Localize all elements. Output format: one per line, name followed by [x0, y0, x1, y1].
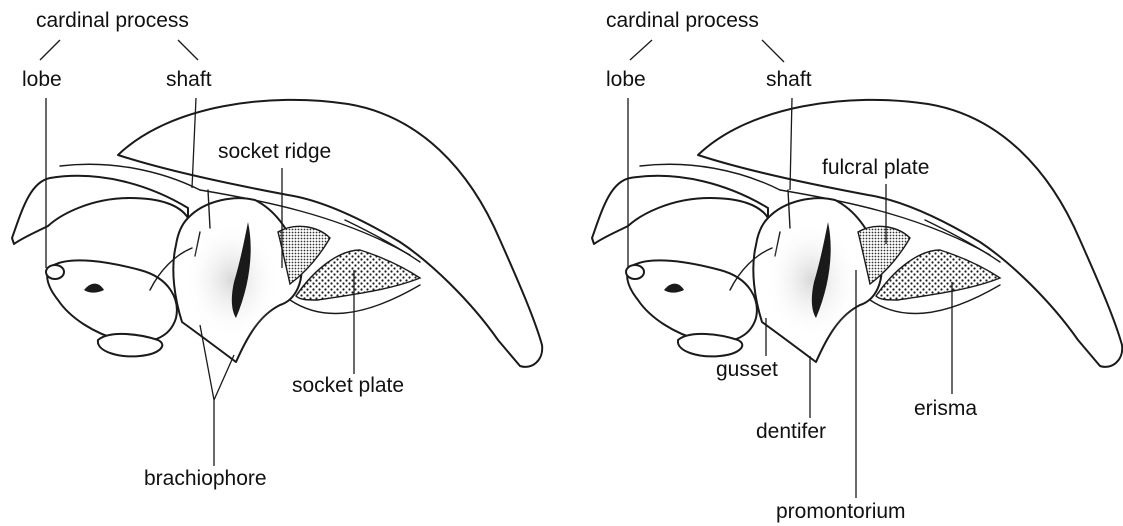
label-promontorium: promontorium	[776, 500, 906, 523]
label-socket-plate: socket plate	[292, 374, 404, 397]
label-socket-ridge: socket ridge	[218, 140, 331, 163]
label-brachiophore: brachiophore	[144, 467, 267, 490]
left-figure: cardinal process lobe shaft socket ridge…	[12, 9, 542, 490]
label-dentifer: dentifer	[756, 420, 826, 443]
leader-cardinal-lobe-right	[630, 40, 652, 60]
leader-cardinal-shaft-right	[762, 40, 784, 62]
right-figure: cardinal process lobe shaft fulcral plat…	[592, 9, 1122, 523]
label-shaft-left: shaft	[166, 68, 212, 91]
label-cardinal-process-left: cardinal process	[36, 9, 189, 32]
label-gusset: gusset	[716, 358, 778, 381]
leader-cardinal-shaft-left	[178, 40, 198, 60]
label-lobe-left: lobe	[22, 68, 62, 91]
label-cardinal-process-right: cardinal process	[606, 9, 759, 32]
label-shaft-right: shaft	[766, 68, 812, 91]
leader-cardinal-lobe-left	[40, 40, 60, 60]
label-erisma: erisma	[914, 397, 977, 420]
label-lobe-right: lobe	[606, 68, 646, 91]
label-fulcral-plate: fulcral plate	[822, 156, 929, 179]
right-specimen-drawing	[592, 100, 1122, 367]
